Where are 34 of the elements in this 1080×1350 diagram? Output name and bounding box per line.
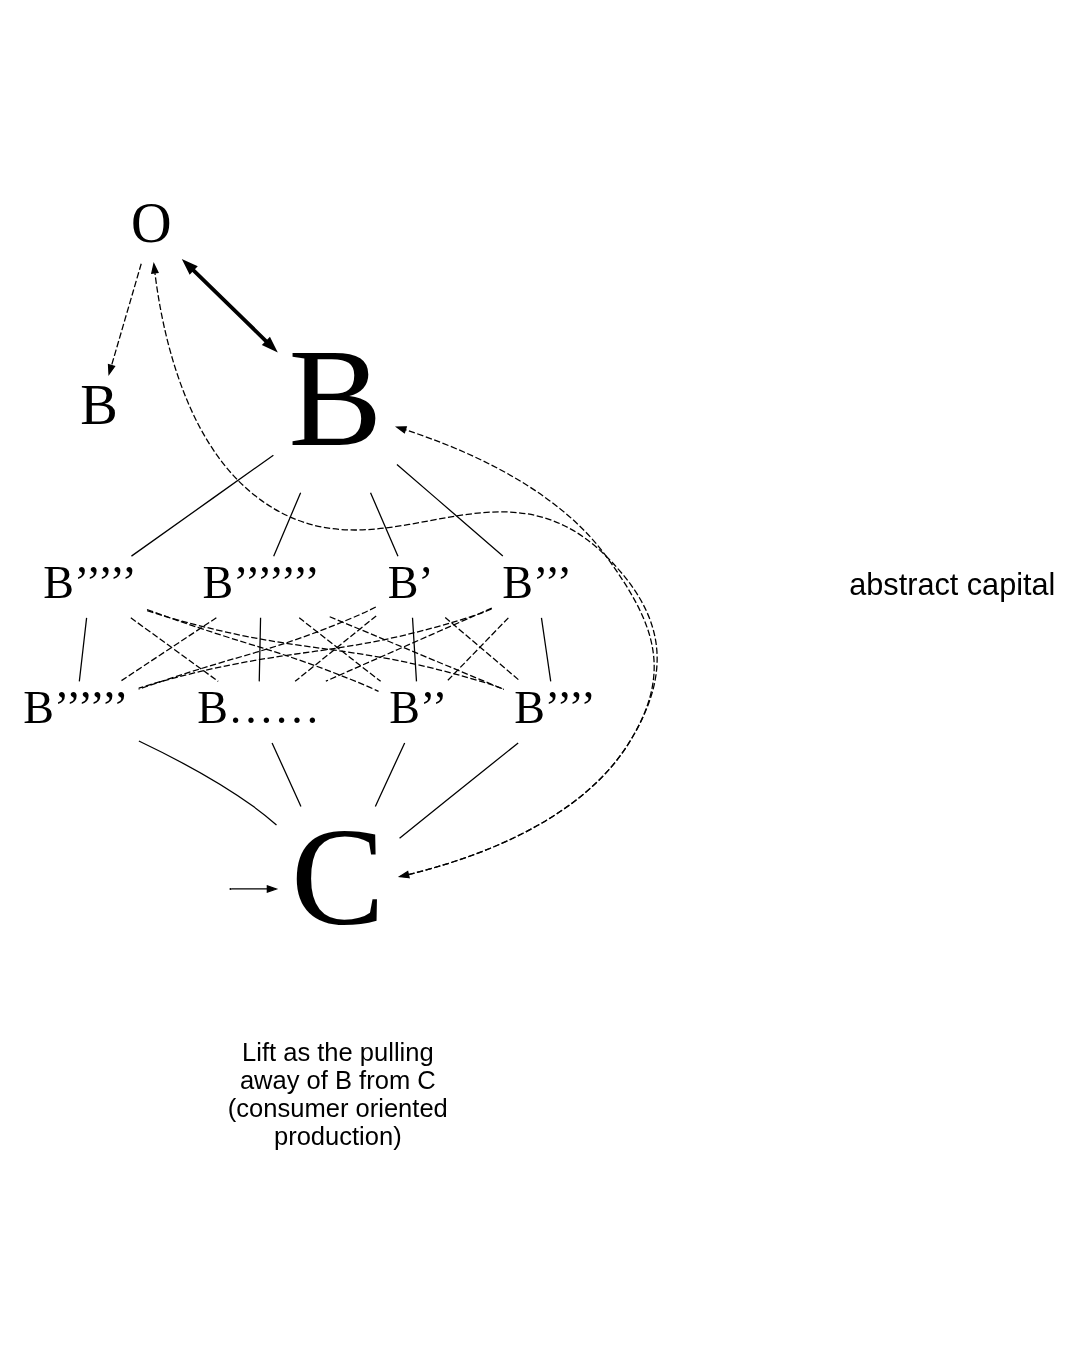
node-text: B…… [197, 682, 320, 734]
node-text: B’’’’’’ [23, 682, 129, 734]
node-text: B [80, 374, 118, 437]
node-text: B’’ [389, 682, 448, 734]
arrow [181, 258, 278, 353]
node-text: B’’’’’ [43, 557, 137, 609]
connector [273, 492, 302, 557]
node-text: B’ [387, 557, 434, 609]
arrow [107, 263, 142, 376]
arrow [395, 426, 655, 878]
node-text: B’’’’ [514, 682, 596, 734]
connector [329, 616, 505, 691]
arrow [150, 262, 658, 879]
connector [446, 617, 509, 682]
connector [540, 617, 552, 682]
connector [325, 607, 493, 682]
node-text: B [288, 320, 383, 476]
connector [411, 617, 418, 682]
connector [374, 742, 406, 808]
node-text: C [290, 799, 385, 955]
connector [398, 742, 519, 839]
label: Lift as the pulling away of B from C (consumer oriented production) [227, 1037, 448, 1151]
node-text: O [131, 192, 172, 255]
connector [138, 740, 278, 826]
connector [396, 463, 504, 557]
connector [258, 617, 262, 682]
connector [271, 742, 302, 808]
connector [444, 616, 521, 682]
connector [369, 492, 399, 557]
node-text: B’’’ [502, 557, 573, 609]
connector [130, 454, 275, 557]
connector [78, 617, 88, 682]
label: abstract capital [849, 566, 1056, 601]
node-text: B’’’’’’’ [202, 557, 320, 609]
